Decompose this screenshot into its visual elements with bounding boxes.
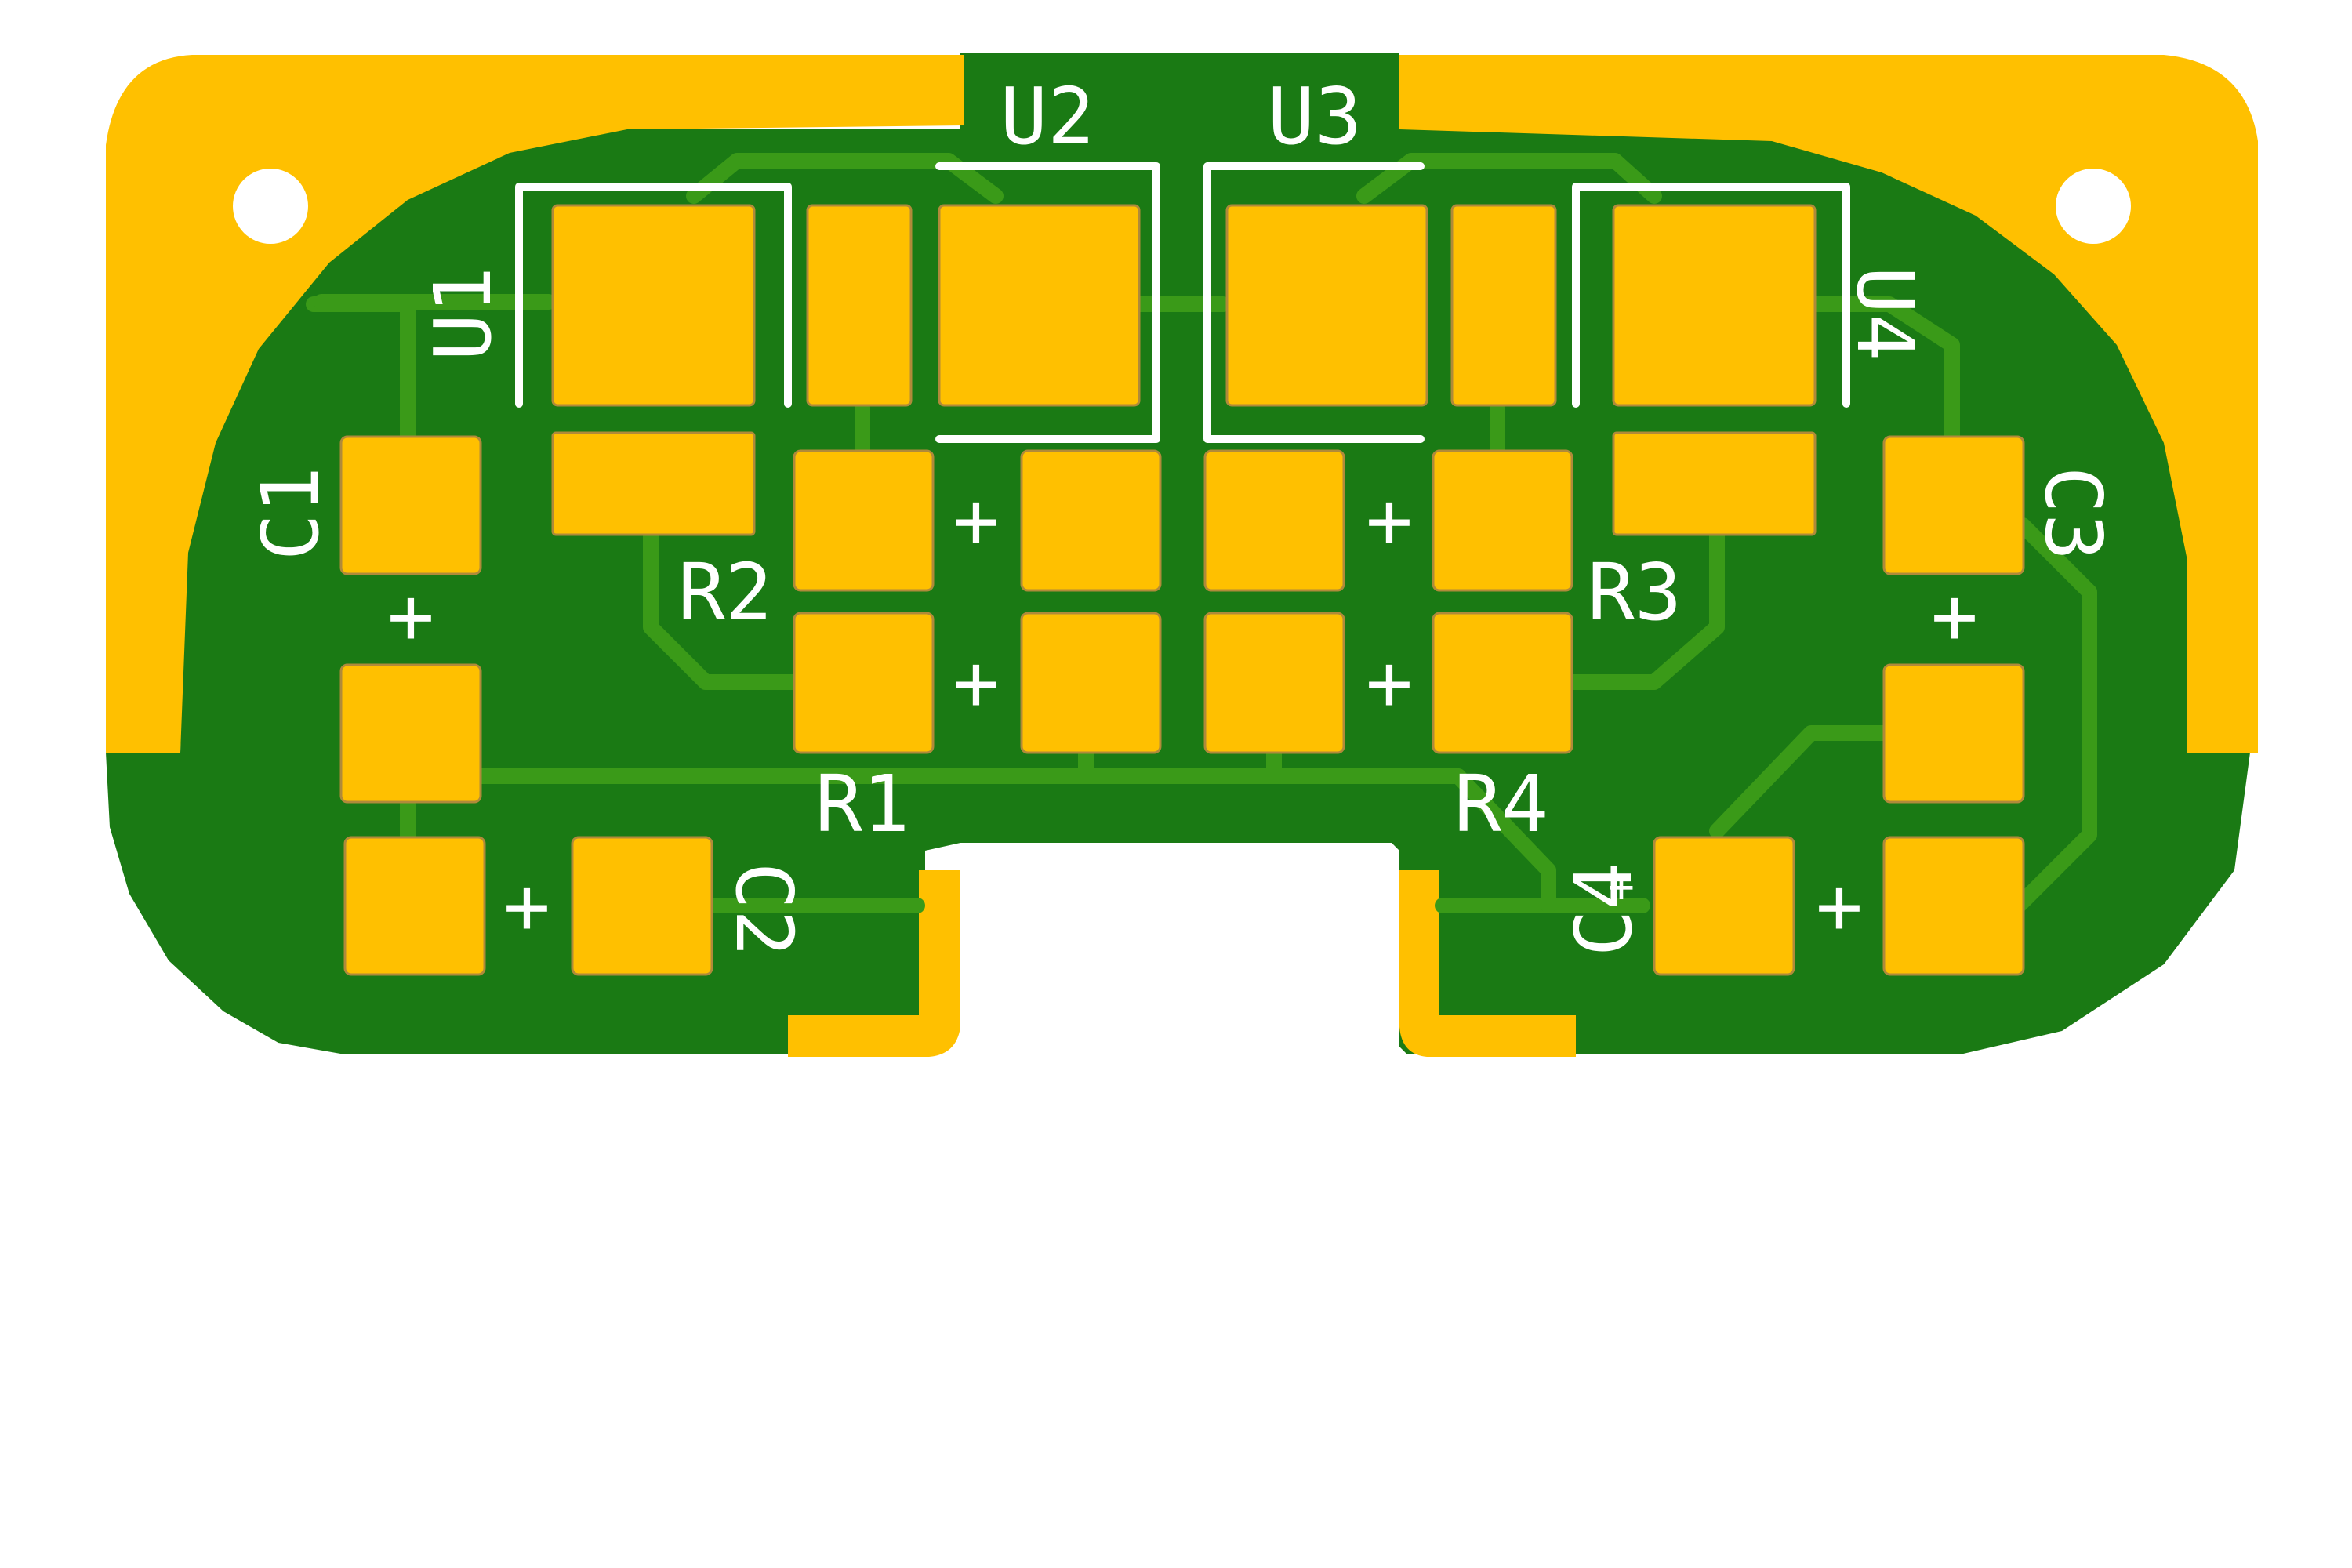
pad-u3-2 (1450, 204, 1557, 407)
pad-r3-1 (1203, 449, 1345, 592)
pad-u3-1 (1225, 204, 1428, 407)
copper-pour-bottom-left (788, 870, 960, 1057)
mounting-hole-right (2056, 169, 2131, 244)
pad-r1-2 (1020, 612, 1162, 754)
silkscreen-outlines (515, 162, 1850, 443)
pad-c3-1 (1882, 435, 2025, 575)
pad-c4-2 (1882, 836, 2025, 976)
label-u4: U4 (1839, 267, 1931, 361)
copper-pour-top-right (1399, 55, 2258, 753)
pad-c2-1 (343, 836, 486, 976)
silkscreen-labels: U2 U3 U1 U4 R2 R3 R1 R4 C1 C2 C3 C4 + + … (245, 71, 2119, 956)
pad-u1-2 (551, 431, 756, 536)
silk-u3-box (1203, 162, 1425, 443)
pad-u2-1 (938, 204, 1141, 407)
label-c4: C4 (1558, 862, 1650, 956)
label-r1: R1 (815, 758, 909, 850)
label-r4: R4 (1454, 758, 1548, 850)
silk-u2-box (935, 162, 1160, 443)
plus-r3: + (1366, 474, 1413, 566)
plus-r1: + (953, 637, 1000, 728)
plus-c2: + (503, 860, 550, 952)
label-c1: C1 (245, 466, 336, 561)
pad-r4-2 (1432, 612, 1573, 754)
pad-r4-1 (1203, 612, 1345, 754)
label-r2: R2 (678, 546, 772, 638)
pad-r1-1 (793, 612, 935, 754)
silk-u4-box (1572, 183, 1850, 408)
label-c2: C2 (718, 862, 810, 956)
pad-u4-2 (1612, 431, 1817, 536)
label-c3: C3 (2027, 466, 2119, 561)
label-u1: U1 (417, 267, 509, 361)
pad-c1-1 (339, 435, 482, 575)
pad-c3-2 (1882, 663, 2025, 804)
plus-r2: + (953, 474, 1000, 566)
silk-u1-box (515, 183, 792, 408)
traces (306, 153, 2097, 913)
label-r3: R3 (1588, 546, 1682, 638)
copper-pour-bottom-right (1399, 870, 1576, 1057)
plus-c4-small: + (1608, 862, 1635, 913)
plus-r4: + (1366, 637, 1413, 728)
pad-u1-1 (551, 204, 756, 407)
pad-u1-3 (806, 204, 913, 407)
pads (339, 204, 2025, 976)
pad-r2-2 (1020, 449, 1162, 592)
label-u3: U3 (1268, 71, 1362, 162)
mounting-hole-left (233, 169, 308, 244)
pad-c1-2 (339, 663, 482, 804)
plus-c4: + (1816, 860, 1863, 952)
pad-c4-1 (1653, 836, 1795, 976)
plus-c3: + (1931, 570, 1978, 662)
pad-c2-2 (571, 836, 713, 976)
label-u2: U2 (1000, 71, 1094, 162)
pad-u4-1 (1612, 204, 1817, 407)
plus-c1: + (387, 570, 434, 662)
pad-r3-2 (1432, 449, 1573, 592)
pad-r2-1 (793, 449, 935, 592)
copper-pour-top-left (106, 55, 964, 753)
